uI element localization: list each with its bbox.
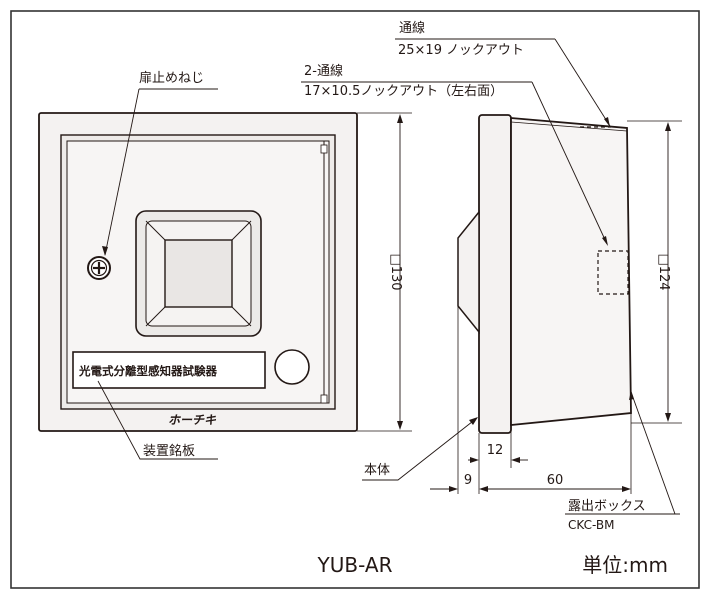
label-body: 本体	[364, 463, 390, 478]
dim-12: 12	[487, 443, 504, 458]
exposed-box-body	[510, 117, 632, 426]
model-name: YUB-AR	[317, 553, 393, 577]
label-exposed-box-model: CKC-BM	[568, 518, 614, 532]
side-front-plate	[478, 114, 512, 434]
dimension-side-height: □124	[627, 120, 682, 424]
label-exposed-box: 露出ボックス	[568, 499, 646, 514]
label-nameplate: 装置銘板	[143, 444, 195, 459]
dim-9: 9	[464, 473, 472, 488]
label-two-wire: 2-通線	[304, 63, 343, 79]
door-screw-icon	[87, 256, 111, 280]
dim-60: 60	[547, 473, 564, 488]
indicator-lamp	[274, 349, 310, 385]
arrow-head	[102, 246, 108, 256]
label-door-screw: 扉止めねじ	[139, 70, 204, 86]
nameplate-text: 光電式分離型感知器試験器	[78, 364, 217, 378]
knockout-side	[597, 250, 629, 295]
dimension-front-height: □130	[357, 112, 412, 432]
unit-label: 単位:mm	[582, 553, 668, 577]
nameplate	[72, 351, 266, 389]
brand-logo: ホーチキ	[168, 413, 217, 427]
side-view	[457, 114, 632, 434]
test-window	[135, 210, 262, 337]
dim-130: □130	[388, 253, 403, 290]
label-knockout-top: 25×19 ノックアウト	[398, 43, 524, 58]
label-through-wire: 通線	[399, 20, 425, 36]
hinge-bottom	[320, 394, 328, 404]
label-knockout-side: 17×10.5ノックアウト（左右面）	[304, 84, 503, 99]
dimension-depth: 12 9 60	[430, 306, 632, 494]
dim-124: □124	[656, 253, 671, 290]
front-view: 光電式分離型感知器試験器 ホーチキ	[38, 112, 358, 432]
hinge-top	[320, 144, 328, 154]
